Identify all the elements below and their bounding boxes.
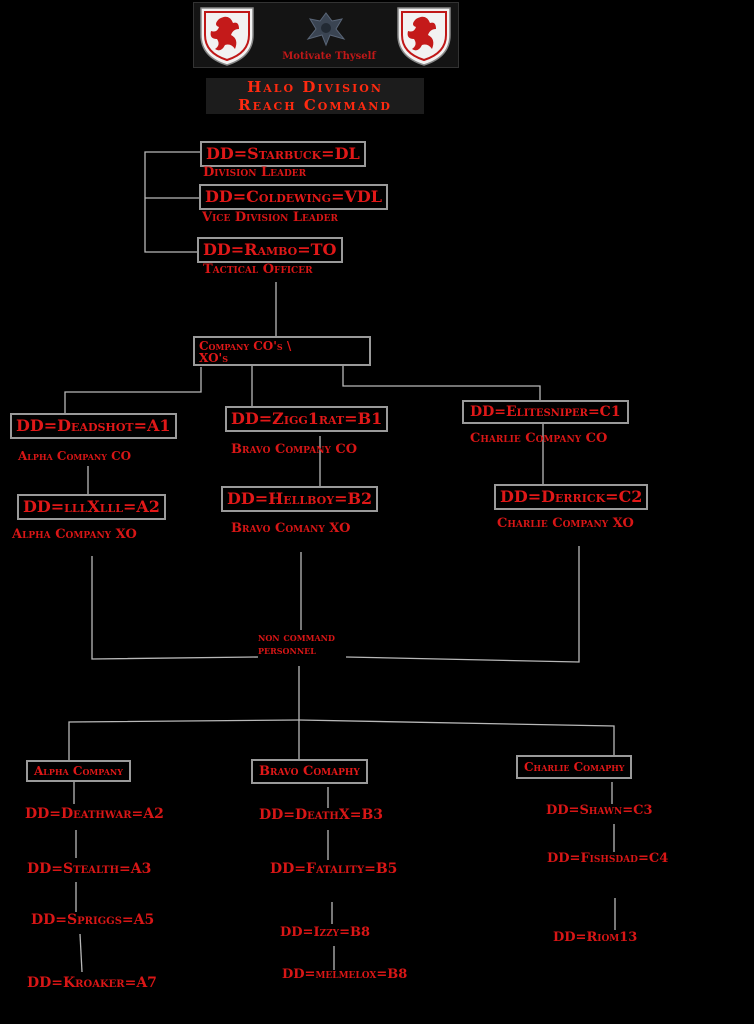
charlie-to-noncommand	[345, 546, 580, 663]
bravo-member: DD=melmelox=B8	[282, 967, 408, 982]
alpha-xo-role: Alpha Company XO	[12, 527, 137, 542]
bravo-co-role: Bravo Company CO	[231, 442, 358, 457]
banner-motto: Motivate Thyself	[282, 51, 376, 62]
alpha-member: DD=Deathwar=A2	[25, 806, 164, 822]
company-cos-line-1: Company CO's \	[199, 339, 292, 353]
leader-vdl-box: DD=Coldewing=VDL	[199, 184, 389, 210]
bravo-xo-role: Bravo Comany XO	[231, 521, 351, 536]
non-command-line-1: non command	[258, 631, 335, 644]
emblem-icon	[302, 9, 350, 47]
crest-left-icon	[197, 5, 257, 67]
title-line-1: Halo Division	[206, 78, 424, 96]
company-cos-box: Company CO's \ XO's	[193, 336, 371, 366]
bravo-member: DD=Izzy=B8	[280, 925, 371, 940]
branch-alpha	[64, 367, 202, 414]
alpha-co-role: Alpha Company CO	[18, 449, 132, 463]
alpha-member: DD=Stealth=A3	[27, 861, 152, 877]
crest-right-icon	[394, 5, 454, 67]
bravo-xo-box: DD=Hellboy=B2	[221, 486, 379, 512]
leader-to-role: Tactical Officer	[203, 262, 313, 277]
alpha-member: DD=Kroaker=A7	[27, 975, 157, 991]
bravo-co-box: DD=Zigg1rat=B1	[225, 406, 389, 432]
alpha-chain-4	[79, 933, 83, 973]
leader-dl-box: DD=Starbuck=DL	[200, 141, 366, 167]
banner: Motivate Thyself	[193, 2, 459, 68]
charlie-company-box: Charlie Comaphy	[516, 755, 633, 779]
alpha-to-noncommand	[91, 556, 259, 660]
bravo-member: DD=DeathX=B3	[259, 807, 384, 823]
charlie-xo-role: Charlie Company XO	[497, 516, 634, 531]
company-cos-line-2: XO's	[199, 351, 229, 365]
charlie-xo-box: DD=Derrick=C2	[494, 484, 649, 510]
leader-bracket	[144, 151, 200, 253]
title-line-2: Reach Command	[206, 96, 424, 114]
leader-vdl-role: Vice Division Leader	[202, 210, 338, 225]
alpha-company-box: Alpha Company	[26, 760, 131, 782]
charlie-co-box: DD=Elitesniper=C1	[462, 400, 629, 424]
non-command-label: non command personnel	[258, 631, 335, 657]
bravo-member: DD=Fatality=B5	[270, 861, 398, 877]
alpha-xo-box: DD=lllXlll=A2	[17, 494, 166, 520]
leader-to-box: DD=Rambo=TO	[197, 237, 343, 263]
alpha-co-box: DD=Deadshot=A1	[10, 413, 177, 439]
charlie-member: DD=Shawn=C3	[546, 803, 653, 818]
unit-branch-right	[298, 719, 615, 755]
unit-branch-left	[68, 719, 300, 760]
charlie-co-role: Charlie Company CO	[470, 431, 608, 446]
leader-dl-role: Division Leader	[203, 165, 307, 180]
bravo-company-box: Bravo Comaphy	[251, 759, 368, 784]
alpha-member: DD=Spriggs=A5	[31, 912, 155, 928]
charlie-member: DD=Fishsdad=C4	[547, 851, 669, 866]
charlie-member: DD=Riom13	[553, 930, 638, 945]
branch-charlie	[342, 365, 541, 402]
non-command-line-2: personnel	[258, 644, 316, 657]
